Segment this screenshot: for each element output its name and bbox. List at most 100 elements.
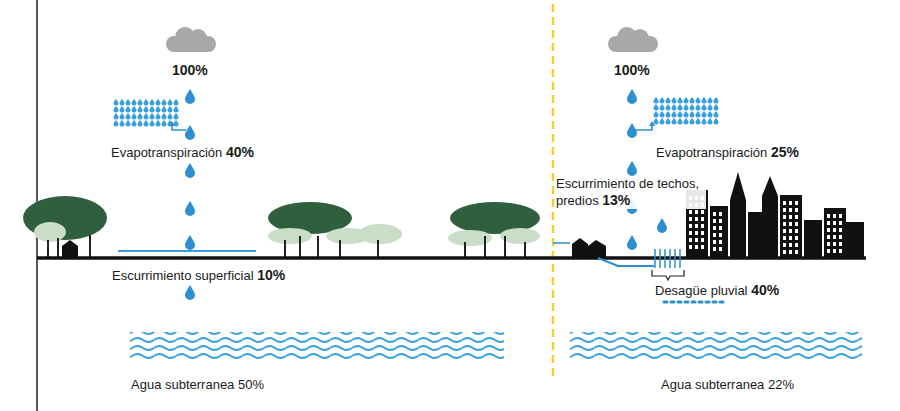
vapour-drop (708, 118, 713, 125)
label-group: Escurrimiento de techos, predios 13% (556, 176, 706, 209)
percentage-value: 40% (226, 144, 254, 160)
window (701, 224, 704, 228)
vapour-drop (666, 118, 671, 125)
vapour-drop (672, 104, 677, 111)
vapour-drop (126, 106, 131, 113)
window (833, 228, 836, 232)
window (839, 235, 842, 239)
window (789, 201, 792, 205)
percentage-value: 10% (257, 267, 285, 283)
vapour-drop (132, 113, 137, 120)
vapour-drop (150, 99, 155, 106)
window (789, 222, 792, 226)
window (789, 250, 792, 254)
window (701, 210, 704, 214)
label-group: Escurrimiento superficial 10% (112, 267, 285, 284)
vapour-drop (168, 106, 173, 113)
vapour-drop (714, 118, 719, 125)
window (795, 243, 798, 247)
vapour-drop (156, 120, 161, 127)
window (783, 222, 786, 226)
flow-label: Agua subterranea 22% (661, 377, 794, 392)
window (789, 229, 792, 233)
window (695, 224, 698, 228)
window (783, 236, 786, 240)
window (783, 243, 786, 247)
vapour-drop (138, 120, 143, 127)
vapour-drop (666, 104, 671, 111)
percentage-value: 40% (751, 282, 779, 298)
flow-label: Desagüe pluvial (655, 283, 748, 298)
flow-label: Evapotranspiración (656, 145, 767, 160)
vapour-drop (666, 97, 671, 104)
vapour-drop (168, 99, 173, 106)
vapour-drop (660, 104, 665, 111)
window (719, 219, 722, 223)
percentage-value: 100% (614, 62, 650, 78)
vapour-drop (672, 111, 677, 118)
window (713, 226, 716, 230)
vapour-drop (684, 97, 689, 104)
window (795, 229, 798, 233)
vapour-drop (162, 120, 167, 127)
vapour-drop (678, 104, 683, 111)
label-group: 100% (614, 62, 650, 79)
vapour-drop (690, 104, 695, 111)
window (713, 247, 716, 251)
window (783, 208, 786, 212)
window (695, 210, 698, 214)
vapour-drop (144, 120, 149, 127)
percentage-value: 13% (602, 192, 630, 208)
label-group: 100% (172, 62, 208, 79)
window (701, 231, 704, 235)
vapour-drop (672, 118, 677, 125)
vapour-drop (144, 113, 149, 120)
vapour-drop (654, 111, 659, 118)
window (827, 249, 830, 253)
vapour-drop (654, 104, 659, 111)
vapour-drop (660, 97, 665, 104)
vapour-drop (690, 118, 695, 125)
vapour-drop (672, 97, 677, 104)
vapour-drop (666, 111, 671, 118)
vapour-drop (150, 106, 155, 113)
window (839, 228, 842, 232)
window (719, 247, 722, 251)
vapour-drop (714, 111, 719, 118)
window (795, 250, 798, 254)
vapour-drop (132, 106, 137, 113)
vapour-drop (138, 99, 143, 106)
window (789, 215, 792, 219)
vapour-drop (690, 97, 695, 104)
window (689, 210, 692, 214)
vapour-drop (156, 106, 161, 113)
window (701, 245, 704, 249)
flow-label: Evapotranspiración (111, 145, 222, 160)
window (719, 212, 722, 216)
vapour-drop (708, 104, 713, 111)
vapour-drop (156, 113, 161, 120)
window (689, 245, 692, 249)
window (833, 221, 836, 225)
vapour-drop (702, 118, 707, 125)
vapour-drop (696, 97, 701, 104)
vapour-drop (684, 104, 689, 111)
percentage-value: 25% (771, 144, 799, 160)
window (795, 201, 798, 205)
window (695, 217, 698, 221)
vapour-drop (174, 106, 179, 113)
vapour-drop (174, 113, 179, 120)
label-group: Desagüe pluvial 40% (655, 282, 779, 299)
vapour-drop (114, 99, 119, 106)
window (695, 245, 698, 249)
vapour-drop (696, 111, 701, 118)
vapour-drop (120, 99, 125, 106)
window (719, 240, 722, 244)
vapour-drop (162, 106, 167, 113)
window (713, 212, 716, 216)
window (783, 215, 786, 219)
vapour-drop (120, 113, 125, 120)
vapour-drop (120, 120, 125, 127)
label-group: Agua subterranea 50% (131, 377, 264, 393)
